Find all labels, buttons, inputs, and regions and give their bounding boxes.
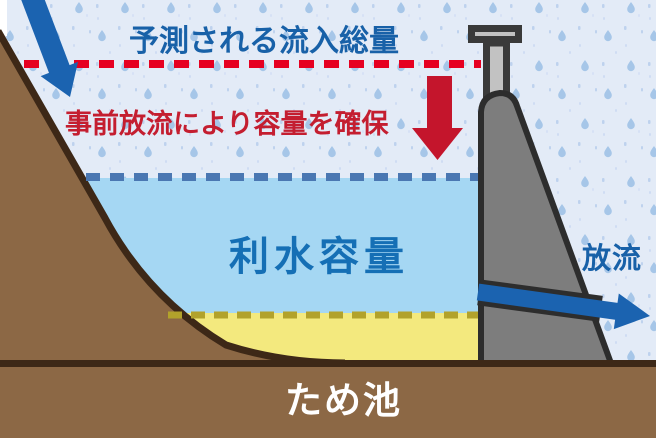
- pond-label: ため池: [285, 379, 402, 422]
- pre-release-down-arrow: [412, 76, 463, 160]
- water-capacity-label: 利水容量: [229, 234, 409, 280]
- corner-margin: [0, 0, 7, 36]
- predicted-inflow-label: 予測される流入総量: [129, 24, 399, 59]
- hillside: [0, 34, 345, 438]
- inflow-arrow: [21, 0, 78, 97]
- pre-release-label: 事前放流により容量を確保: [65, 109, 389, 140]
- discharge-arrow: [476, 283, 650, 330]
- discharge-label: 放流: [582, 241, 643, 275]
- gate-cap: [468, 25, 522, 43]
- ground: [0, 367, 656, 438]
